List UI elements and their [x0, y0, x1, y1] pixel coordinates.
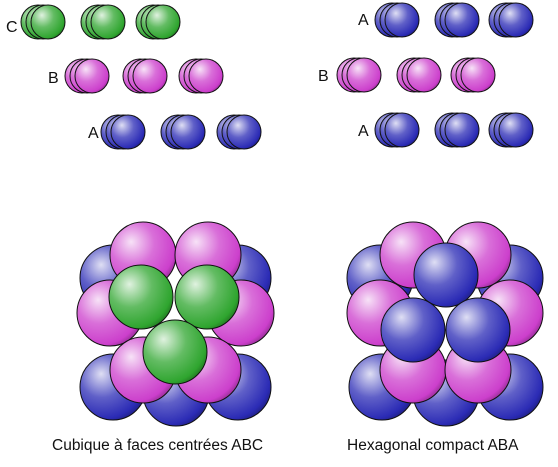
hcp-caption: Hexagonal compact ABA [347, 437, 519, 454]
layer-sphere-row [374, 112, 534, 148]
layer-sphere [444, 2, 480, 38]
fcc-sphere [142, 319, 208, 385]
fcc-sphere-stack [76, 221, 275, 427]
hcp-layer-rows: A B A [318, 2, 534, 148]
layer-sphere [90, 4, 126, 40]
hcp-sphere [413, 242, 479, 308]
layer-sphere-row [336, 57, 496, 93]
layer-sphere-row [20, 4, 181, 40]
layer-sphere [384, 112, 420, 148]
fcc-row-bottom: A [88, 114, 262, 150]
layer-sphere [145, 4, 181, 40]
fcc-sphere [174, 264, 240, 330]
layer-sphere [110, 114, 146, 150]
layer-sphere [498, 2, 534, 38]
layer-label: A [358, 12, 369, 29]
layer-sphere-row [64, 58, 224, 94]
layer-label: B [318, 68, 329, 85]
layer-sphere [498, 112, 534, 148]
layer-sphere [460, 57, 496, 93]
layer-sphere-row [374, 2, 534, 38]
layer-sphere [170, 114, 206, 150]
layer-label: B [48, 70, 59, 87]
hcp-sphere-stack [346, 221, 544, 427]
layer-sphere [346, 57, 382, 93]
layer-label: A [358, 123, 369, 140]
hcp-row-bottom: A [358, 112, 534, 148]
hcp-sphere [445, 297, 511, 363]
layer-sphere [188, 58, 224, 94]
hcp-row-middle: B [318, 57, 496, 93]
fcc-layer-rows: C B A [6, 4, 262, 150]
fcc-row-middle: B [48, 58, 224, 94]
layer-sphere [384, 2, 420, 38]
layer-sphere [226, 114, 262, 150]
hcp-row-top: A [358, 2, 534, 38]
layer-sphere [444, 112, 480, 148]
layer-sphere [74, 58, 110, 94]
layer-sphere [30, 4, 66, 40]
layer-sphere [406, 57, 442, 93]
layer-sphere-row [100, 114, 262, 150]
layer-sphere [132, 58, 168, 94]
fcc-sphere [108, 264, 174, 330]
layer-label: C [6, 19, 18, 36]
fcc-caption: Cubique à faces centrées ABC [52, 437, 264, 454]
layer-label: A [88, 125, 99, 142]
hcp-sphere [380, 297, 446, 363]
fcc-row-top: C [6, 4, 181, 40]
